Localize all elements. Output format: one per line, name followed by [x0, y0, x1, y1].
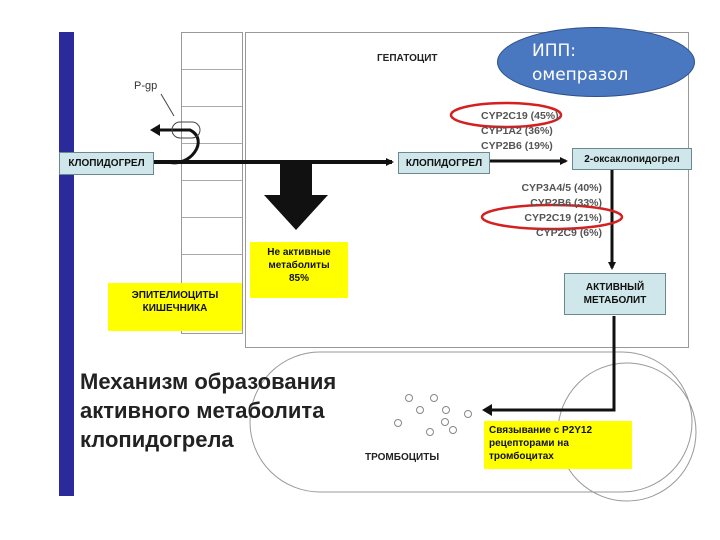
epithelium-box: ЭПИТЕЛИОЦИТЫ КИШЕЧНИКА	[108, 283, 242, 331]
heading-line1: Механизм образования	[80, 369, 337, 394]
oxo-metabolite-box: 2-оксаклопидогрел	[572, 148, 692, 170]
binding-line2: рецепторами на	[489, 438, 569, 449]
inactive-line2: метаболиты	[268, 260, 330, 271]
ppi-line1: ИПП:	[532, 41, 577, 61]
active-line1: АКТИВНЫЙ	[585, 282, 645, 293]
inactive-metabolites-box: Не активные метаболиты 85%	[250, 242, 348, 298]
cyp-step2-3: CYP2C19 (21%)	[524, 212, 602, 224]
cyp-step2-1: CYP3A4/5 (40%)	[521, 182, 602, 194]
diagram-heading: Механизм образования активного метаболит…	[80, 367, 336, 454]
active-line2: МЕТАБОЛИТ	[583, 295, 647, 306]
binding-line3: тромбоцитах	[489, 451, 554, 462]
cyp-step1-2: CYP1A2 (36%)	[481, 125, 553, 137]
platelets-label: ТРОМБОЦИТЫ	[365, 452, 440, 463]
cyp-step2-2: CYP2B6 (33%)	[530, 197, 602, 209]
pgp-label: P-gp	[134, 80, 158, 92]
cyp-step2: CYP3A4/5 (40%) CYP2B6 (33%) CYP2C19 (21%…	[507, 181, 602, 241]
inactive-line3: 85%	[288, 273, 309, 284]
heading-line2: активного метаболита	[80, 398, 325, 423]
inactive-line1: Не активные	[267, 247, 331, 258]
cyp-step2-4: CYP2C9 (6%)	[536, 227, 602, 239]
accent-bar	[59, 32, 74, 496]
heading-line3: клопидогрела	[80, 427, 234, 452]
ppi-bubble	[497, 27, 695, 97]
active-metabolite-box: АКТИВНЫЙ МЕТАБОЛИТ	[564, 273, 666, 315]
clopidogrel-left-box: КЛОПИДОГРЕЛ	[59, 152, 154, 175]
cyp-step1-1: CYP2C19 (45%)	[481, 110, 559, 122]
clopidogrel-mid-box: КЛОПИДОГРЕЛ	[398, 152, 490, 174]
binding-line1: Связывание с P2Y12	[489, 425, 593, 436]
ppi-text: ИПП: омепразол	[532, 39, 628, 87]
epithelium-line2: КИШЕЧНИКА	[142, 303, 208, 314]
cyp-step1: CYP2C19 (45%) CYP1A2 (36%) CYP2B6 (19%)	[481, 109, 559, 154]
cyp-step1-3: CYP2B6 (19%)	[481, 140, 553, 152]
epithelium-line1: ЭПИТЕЛИОЦИТЫ	[131, 290, 219, 301]
ppi-line2: омепразол	[532, 65, 629, 85]
binding-box: Связывание с P2Y12 рецепторами на тромбо…	[484, 421, 632, 469]
hepatocyte-title: ГЕПАТОЦИТ	[377, 53, 438, 64]
